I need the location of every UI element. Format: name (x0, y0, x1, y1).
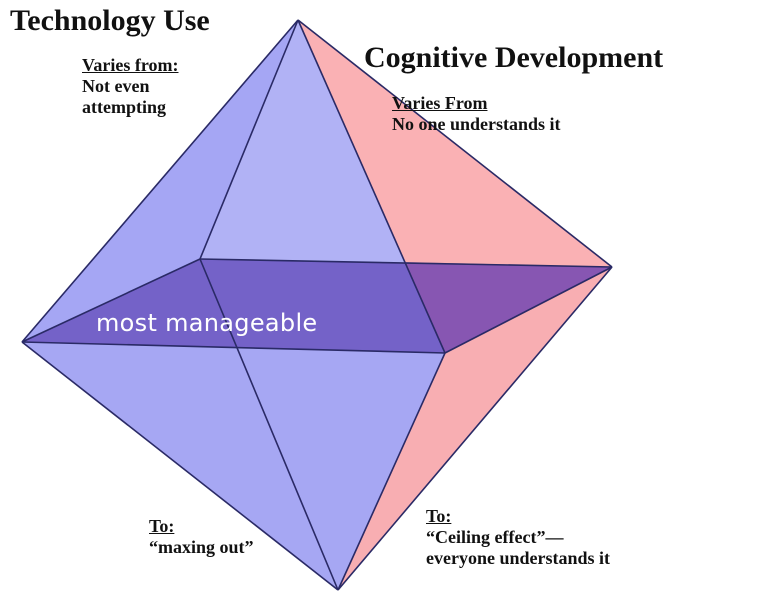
technology-from-block: Varies from: Not even attempting (82, 55, 178, 118)
technology-to-block: To: “maxing out” (149, 516, 254, 558)
cognitive-from-line1: No one understands it (392, 114, 561, 134)
cognitive-to-block: To: “Ceiling effect”— everyone understan… (426, 506, 610, 569)
cognitive-to-line2: everyone understands it (426, 548, 610, 568)
technology-to-line1: “maxing out” (149, 537, 254, 557)
octahedron-edges (21, 19, 613, 591)
cognitive-to-line1: “Ceiling effect”— (426, 527, 564, 547)
technology-to-heading: To: (149, 516, 175, 536)
cognitive-from-heading: Varies From (392, 93, 488, 113)
cognitive-to-heading: To: (426, 506, 452, 526)
cognitive-from-block: Varies From No one understands it (392, 93, 561, 135)
cognitive-title: Cognitive Development (364, 41, 664, 74)
technology-title: Technology Use (10, 4, 210, 37)
technology-from-heading: Varies from: (82, 55, 179, 75)
manageable-plane-pink-part (405, 262, 612, 353)
technology-from-line2: attempting (82, 97, 166, 117)
manageable-label: most manageable (96, 309, 318, 337)
technology-lower-face (22, 342, 445, 590)
technology-from-line1: Not even (82, 76, 150, 96)
